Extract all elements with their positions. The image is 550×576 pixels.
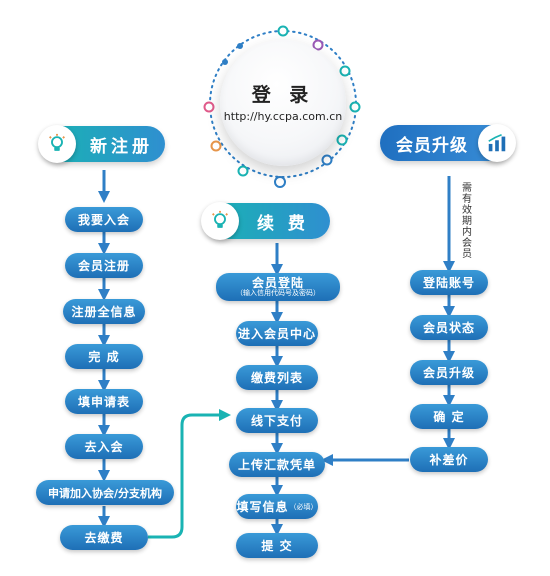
step-member-status[interactable]: 会员状态 [410,315,488,340]
step-join-request[interactable]: 我要入会 [65,207,143,232]
section-renew-label: 续 费 [257,213,309,234]
step-fill-info-note: （必填） [289,502,318,511]
step-go-pay[interactable]: 去缴费 [60,525,148,550]
step-complete[interactable]: 完 成 [65,344,143,369]
step-member-login-note: （输入信用代码号及密码） [236,288,320,297]
login-url[interactable]: http://hy.ccpa.com.cn [223,110,343,123]
step-enter-member-center[interactable]: 进入会员中心 [236,321,318,346]
step-apply-join-branch[interactable]: 申请加入协会/分支机构 [36,480,174,505]
bar-chart-icon [478,124,516,162]
step-fill-info-label: 填写信息 [236,500,289,514]
arrow-pay-to-offline [148,409,231,539]
step-submit[interactable]: 提 交 [236,533,318,558]
lightbulb-icon [38,125,76,163]
step-pay-difference[interactable]: 补差价 [410,447,488,472]
step-confirm[interactable]: 确 定 [410,404,488,429]
login-circle[interactable] [220,40,346,166]
ring-decorations [203,25,361,188]
section-new-register[interactable]: 新注册 [38,125,165,163]
step-login-account[interactable]: 登陆账号 [410,270,488,295]
step-register-full-info[interactable]: 注册全信息 [63,299,145,324]
step-fee-list[interactable]: 缴费列表 [236,365,318,390]
step-upload-voucher[interactable]: 上传汇款凭单 [229,452,325,477]
upgrade-requirement-note: 需有效期内会员 [462,183,472,260]
step-member-upgrade[interactable]: 会员升级 [410,360,488,385]
step-member-login[interactable]: 会员登陆 （输入信用代码号及密码） [216,273,340,301]
login-title: 登 录 [251,84,315,106]
lightbulb-icon [201,202,239,240]
step-member-register[interactable]: 会员注册 [65,253,143,278]
step-fill-application[interactable]: 填申请表 [65,389,143,414]
step-offline-pay[interactable]: 线下支付 [236,408,318,433]
step-fill-info[interactable]: 填写信息 （必填） [236,494,318,519]
section-new-register-label: 新注册 [90,136,153,157]
section-renew[interactable]: 续 费 [201,202,330,240]
step-member-login-label: 会员登陆 [251,275,304,290]
section-upgrade-label: 会员升级 [396,135,468,156]
step-go-join[interactable]: 去入会 [65,434,143,459]
section-upgrade[interactable]: 会员升级 [380,124,516,162]
